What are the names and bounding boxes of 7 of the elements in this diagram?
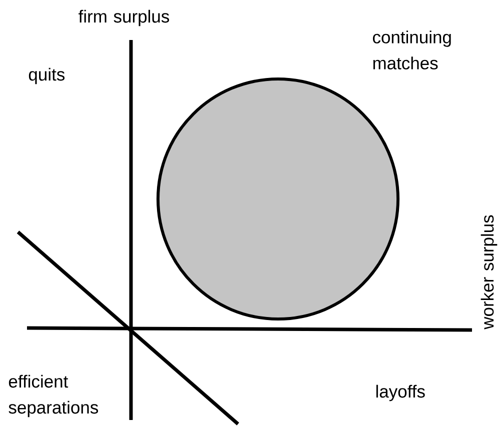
region-label: efficient separations: [8, 374, 98, 418]
circle: [156, 78, 400, 320]
region-label: continuing matches: [372, 30, 451, 70]
region-label: quits: [28, 68, 65, 84]
region-label: layoffs: [376, 384, 425, 402]
axis-label: worker surplus: [480, 215, 498, 330]
axis-label: firm surplus: [78, 10, 170, 26]
